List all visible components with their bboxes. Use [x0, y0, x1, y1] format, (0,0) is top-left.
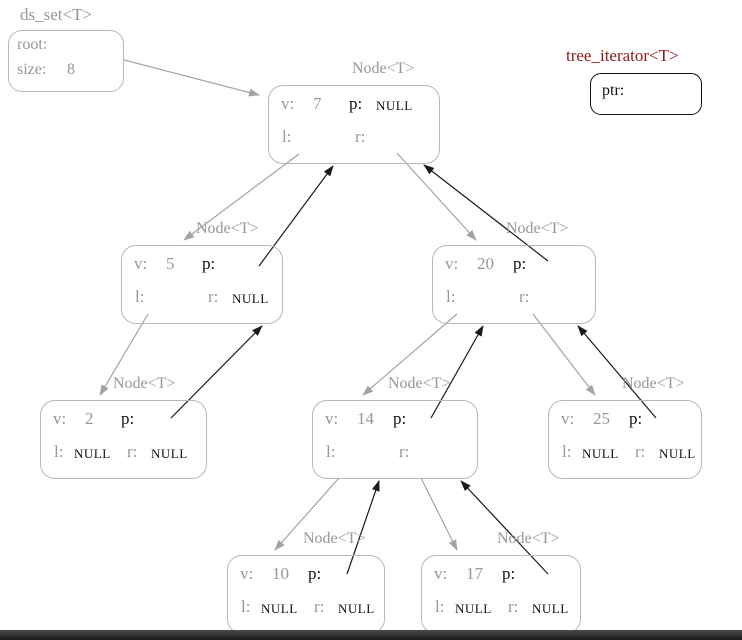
r-label: r: [519, 287, 530, 306]
p-label: p: [349, 94, 363, 113]
node-type-label: Node<T> [352, 60, 415, 77]
ds-set-title: ds_set<T> [20, 5, 93, 24]
node-box: v: 14 p: l: r: [312, 400, 478, 479]
r-label: r: [508, 597, 519, 616]
ds-set-box: root: size: 8 [8, 30, 124, 92]
node-type-label: Node<T> [497, 530, 560, 547]
node-type-label: Node<T> [113, 375, 176, 392]
size-field-value: 8 [67, 61, 75, 78]
r-label: r: [127, 442, 138, 461]
node-box: v: 17 p: l: NULL r: NULL [421, 555, 581, 634]
bottom-window-edge [0, 630, 742, 640]
l-label: l: [326, 442, 336, 461]
r-value: NULL [532, 601, 569, 616]
l-label: l: [562, 442, 572, 461]
r-label: r: [399, 442, 410, 461]
l-value: NULL [455, 601, 492, 616]
node-box: v: 7 p: NULL l: r: [268, 85, 440, 164]
v-label: v: [134, 254, 148, 273]
node-box: v: 25 p: l: NULL r: NULL [548, 400, 702, 479]
p-label: p: [513, 254, 527, 273]
v-label: v: [53, 409, 67, 428]
v-label: v: [325, 409, 339, 428]
r-label: r: [635, 442, 646, 461]
tree-node-5: Node<T> v: 5 p: l: r: NULL [121, 220, 283, 324]
node-box: v: 5 p: l: r: NULL [121, 245, 283, 324]
node-type-label: Node<T> [303, 530, 366, 547]
root-field-label: root: [17, 36, 48, 53]
p-label: p: [308, 564, 322, 583]
l-label: l: [241, 597, 251, 616]
v-value: 20 [477, 254, 494, 273]
tree-node-20: Node<T> v: 20 p: l: r: [432, 220, 596, 324]
ptr-field-label: ptr: [602, 82, 625, 99]
r-label: r: [208, 287, 219, 306]
v-label: v: [445, 254, 459, 273]
v-value: 25 [593, 409, 610, 428]
p-value: NULL [376, 98, 413, 113]
p-label: p: [121, 409, 135, 428]
p-label: p: [502, 564, 516, 583]
node-box: v: 10 p: l: NULL r: NULL [227, 555, 385, 634]
tree-node-17: Node<T> v: 17 p: l: NULL r: NULL [421, 530, 581, 634]
p-label: p: [202, 254, 216, 273]
l-label: l: [446, 287, 456, 306]
node-box: v: 20 p: l: r: [432, 245, 596, 324]
node-type-label: Node<T> [506, 220, 569, 237]
r-value: NULL [659, 446, 696, 461]
r-label: r: [314, 597, 325, 616]
node-type-label: Node<T> [388, 375, 451, 392]
tree-node-14: Node<T> v: 14 p: l: r: [312, 375, 478, 479]
r-value: NULL [151, 446, 188, 461]
tree-node-25: Node<T> v: 25 p: l: NULL r: NULL [548, 375, 702, 479]
l-value: NULL [74, 446, 111, 461]
v-value: 10 [272, 564, 289, 583]
r-value: NULL [338, 601, 375, 616]
v-label: v: [240, 564, 254, 583]
v-label: v: [434, 564, 448, 583]
v-value: 14 [357, 409, 374, 428]
l-value: NULL [261, 601, 298, 616]
v-value: 2 [85, 409, 94, 428]
l-label: l: [54, 442, 64, 461]
tree-iterator-box: ptr: [590, 73, 702, 115]
node-box: v: 2 p: l: NULL r: NULL [40, 400, 207, 479]
node-type-label: Node<T> [622, 375, 685, 392]
v-label: v: [281, 94, 295, 113]
node-type-label: Node<T> [196, 220, 259, 237]
tree-node-7: Node<T> v: 7 p: NULL l: r: [268, 60, 440, 164]
r-label: r: [355, 127, 366, 146]
v-value: 5 [166, 254, 175, 273]
tree-iterator-title: tree_iterator<T> [566, 46, 679, 65]
v-label: v: [561, 409, 575, 428]
l-label: l: [135, 287, 145, 306]
r-value: NULL [232, 291, 269, 306]
v-value: 7 [313, 94, 322, 113]
size-field-label: size: [17, 61, 47, 78]
tree-node-10: Node<T> v: 10 p: l: NULL r: NULL [227, 530, 385, 634]
tree-node-2: Node<T> v: 2 p: l: NULL r: NULL [40, 375, 207, 479]
p-label: p: [629, 409, 643, 428]
v-value: 17 [466, 564, 483, 583]
l-label: l: [435, 597, 445, 616]
p-label: p: [393, 409, 407, 428]
l-label: l: [282, 127, 292, 146]
l-value: NULL [582, 446, 619, 461]
